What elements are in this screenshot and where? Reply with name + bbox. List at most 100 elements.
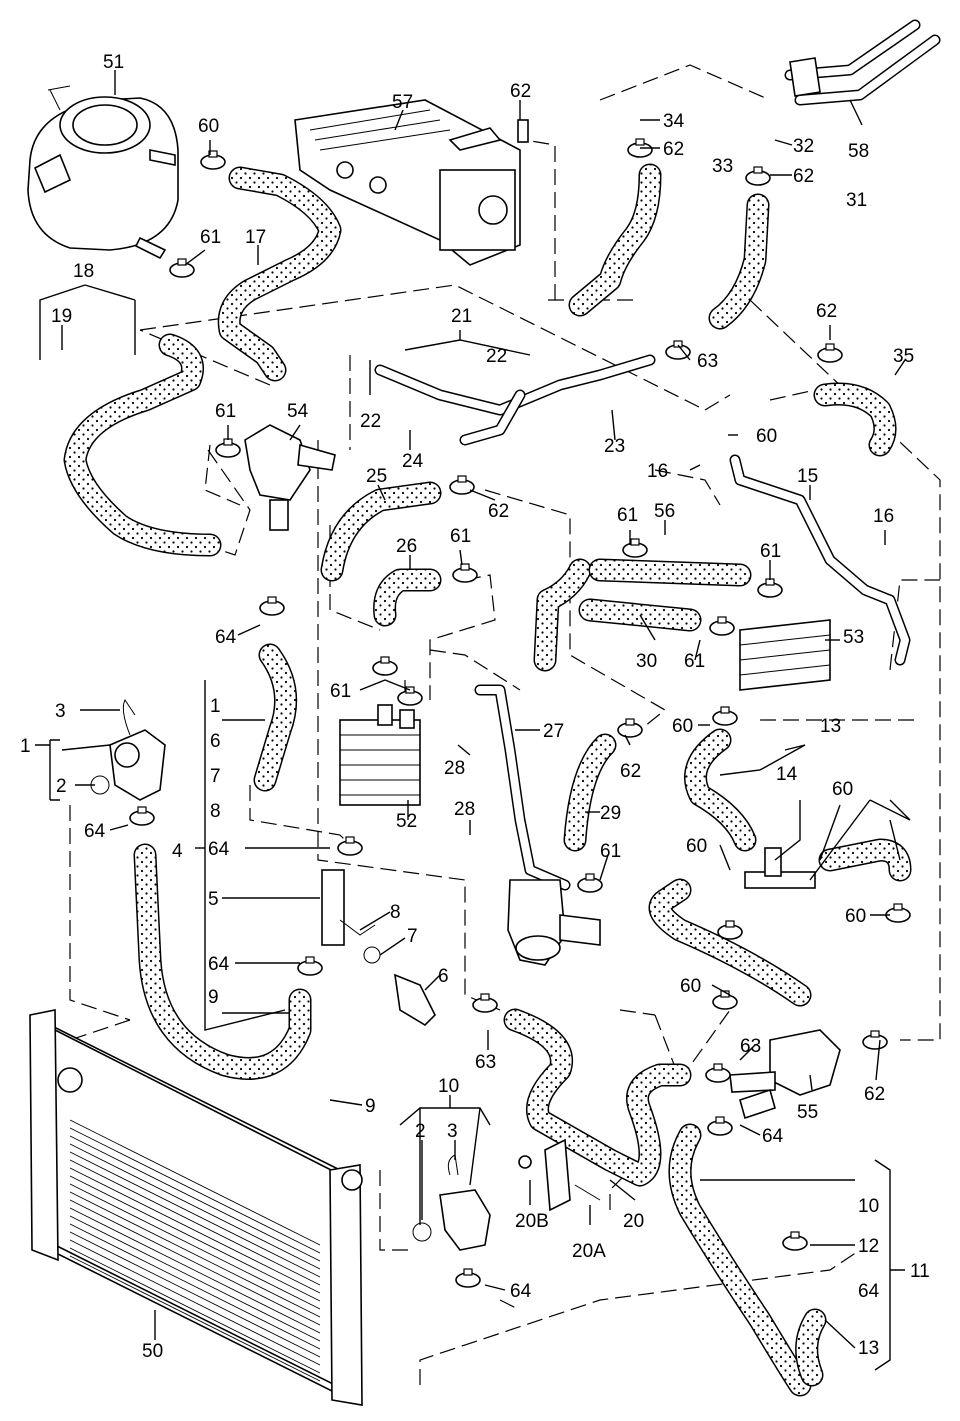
radiator-fin xyxy=(69,1199,321,1326)
label-7: 7 xyxy=(210,766,221,787)
label-63: 63 xyxy=(697,351,718,372)
label-13: 13 xyxy=(820,716,841,737)
coolant-flange xyxy=(90,699,491,1251)
label-31: 31 xyxy=(846,190,867,211)
label-18: 18 xyxy=(73,261,94,282)
auxiliary-pump xyxy=(507,879,601,966)
clamp-tab xyxy=(457,475,467,483)
label-20A: 20A xyxy=(572,1241,606,1262)
clamp-tab xyxy=(715,1116,725,1124)
bracket xyxy=(518,1138,601,1212)
label-62: 62 xyxy=(864,1084,885,1105)
label-58: 58 xyxy=(848,141,869,162)
label-13: 13 xyxy=(858,1338,879,1359)
radiator-fin xyxy=(69,1175,321,1302)
label-9: 9 xyxy=(365,1096,376,1117)
label-2: 2 xyxy=(56,776,67,797)
thermostat-housing xyxy=(244,424,336,531)
heater-core-connection xyxy=(784,19,941,106)
label-57: 57 xyxy=(392,92,413,113)
label-20: 20 xyxy=(623,1211,644,1232)
label-2: 2 xyxy=(415,1121,426,1142)
clamp-tab xyxy=(460,563,470,571)
label-64: 64 xyxy=(208,954,230,975)
label-3: 3 xyxy=(55,701,66,722)
radiator-fin xyxy=(69,1183,321,1310)
label-64: 64 xyxy=(510,1281,532,1302)
label-30: 30 xyxy=(636,651,657,672)
label-20B: 20B xyxy=(515,1211,549,1232)
label-16: 16 xyxy=(647,461,668,482)
clamp-tab xyxy=(720,706,730,714)
label-10: 10 xyxy=(438,1076,459,1097)
label-23: 23 xyxy=(604,436,625,457)
clamp-tab xyxy=(717,616,727,624)
label-62: 62 xyxy=(663,139,684,160)
clamp-tab xyxy=(345,836,355,844)
label-32: 32 xyxy=(793,136,814,157)
label-25: 25 xyxy=(366,466,387,487)
label-61: 61 xyxy=(617,505,638,526)
label-3: 3 xyxy=(447,1121,458,1142)
label-56: 56 xyxy=(654,501,675,522)
clamp-tab xyxy=(585,873,595,881)
label-62: 62 xyxy=(620,761,641,782)
label-63: 63 xyxy=(475,1052,496,1073)
label-21: 21 xyxy=(451,306,472,327)
label-17: 17 xyxy=(245,227,266,248)
label-5: 5 xyxy=(208,889,219,910)
radiator-fin xyxy=(69,1255,321,1382)
egr-cooler-module xyxy=(294,99,529,266)
clamp-tab xyxy=(625,718,635,726)
label-4: 4 xyxy=(172,841,183,862)
radiator-fin xyxy=(69,1119,321,1246)
label-60: 60 xyxy=(756,426,777,447)
label-64: 64 xyxy=(858,1281,880,1302)
label-16: 16 xyxy=(873,506,894,527)
label-62: 62 xyxy=(488,501,509,522)
label-64: 64 xyxy=(84,821,106,842)
clamp-tab xyxy=(380,656,390,664)
label-29: 29 xyxy=(600,803,621,824)
radiator-fin xyxy=(69,1231,321,1358)
temperature-sensor xyxy=(321,869,436,1027)
label-61: 61 xyxy=(200,227,221,248)
label-14: 14 xyxy=(776,764,798,785)
label-6: 6 xyxy=(210,731,221,752)
radiator-fin xyxy=(69,1135,321,1262)
radiator-fin xyxy=(69,1223,321,1350)
label-62: 62 xyxy=(816,301,837,322)
label-64: 64 xyxy=(215,627,237,648)
label-35: 35 xyxy=(893,346,914,367)
clamp-tab xyxy=(463,1268,473,1276)
label-61: 61 xyxy=(330,681,351,702)
oil-cooler-52 xyxy=(339,704,421,806)
clamp-tab xyxy=(753,166,763,174)
label-24: 24 xyxy=(402,451,424,472)
label-64: 64 xyxy=(208,839,230,860)
label-22: 22 xyxy=(360,411,381,432)
clamp-tab xyxy=(725,920,735,928)
label-6: 6 xyxy=(438,966,449,987)
label-34: 34 xyxy=(663,111,685,132)
rigid-pipes xyxy=(374,354,911,891)
clamp-tab xyxy=(635,138,645,146)
clamp-tab xyxy=(870,1030,880,1038)
label-10: 10 xyxy=(858,1196,879,1217)
label-1: 1 xyxy=(20,736,31,757)
label-7: 7 xyxy=(407,926,418,947)
clamp-tab xyxy=(893,903,903,911)
label-33: 33 xyxy=(712,156,733,177)
clamp-tab xyxy=(713,1063,723,1071)
label-9: 9 xyxy=(208,987,219,1008)
label-55: 55 xyxy=(797,1102,818,1123)
clamp-tab xyxy=(208,150,218,158)
label-1: 1 xyxy=(210,696,221,717)
label-51: 51 xyxy=(103,52,124,73)
label-61: 61 xyxy=(600,841,621,862)
hose-clamps xyxy=(129,138,911,1288)
label-61: 61 xyxy=(760,541,781,562)
radiator-fin xyxy=(69,1151,321,1278)
label-60: 60 xyxy=(845,906,866,927)
